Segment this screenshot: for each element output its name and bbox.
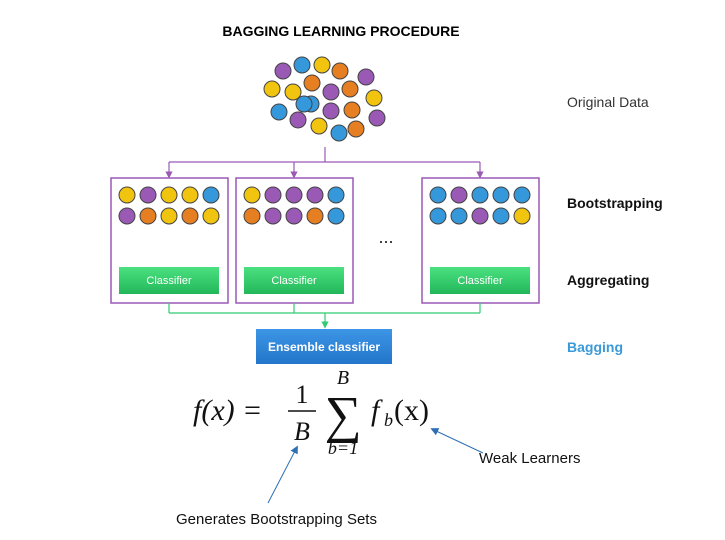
bootstrap-sample-1: Classifier	[110, 177, 229, 304]
sample-data-point	[285, 186, 303, 204]
generates-sets-label: Generates Bootstrapping Sets	[176, 511, 377, 528]
data-point	[357, 68, 375, 86]
sample-data-point	[139, 207, 157, 225]
sample-data-point	[429, 207, 447, 225]
aggregation-connectors	[168, 303, 481, 329]
ensemble-classifier-label: Ensemble classifier	[268, 340, 380, 354]
formula-sum-upper: B	[337, 367, 349, 389]
sample-data-point	[513, 207, 531, 225]
data-point	[284, 83, 302, 101]
classifier-label: Classifier	[146, 275, 192, 287]
formula-sum-lower: b=1	[328, 438, 358, 458]
sample-data-point	[471, 186, 489, 204]
data-point	[263, 80, 281, 98]
sample-data-point	[243, 186, 261, 204]
sample-data-point	[202, 186, 220, 204]
sample-data-point	[181, 186, 199, 204]
sample-data-point	[450, 186, 468, 204]
classifier-box	[244, 267, 344, 294]
weak-learners-label: Weak Learners	[479, 450, 580, 467]
sample-data-point	[160, 186, 178, 204]
sample-data-point	[139, 186, 157, 204]
sample-data-point	[285, 207, 303, 225]
generates-sets-arrow	[267, 445, 298, 504]
data-point	[368, 109, 386, 127]
sample-data-point	[306, 207, 324, 225]
sample-data-point	[327, 207, 345, 225]
bootstrap-sample-3: Classifier	[421, 177, 540, 304]
data-point	[293, 56, 311, 74]
bagging-formula: f(x) = 1 B B ∑ b=1 f b (x)	[193, 367, 429, 458]
data-point	[310, 117, 328, 135]
classifier-label: Classifier	[457, 275, 503, 287]
sample-data-point	[429, 186, 447, 204]
original-data-label: Original Data	[567, 94, 649, 110]
data-point	[313, 56, 331, 74]
data-point	[270, 103, 288, 121]
sample-data-point	[513, 186, 531, 204]
sample-data-point	[492, 186, 510, 204]
data-point	[322, 102, 340, 120]
data-point	[295, 95, 313, 113]
data-point	[341, 80, 359, 98]
classifier-label: Classifier	[271, 275, 317, 287]
sample-data-point	[118, 186, 136, 204]
distribution-connectors	[165, 147, 484, 179]
data-point	[303, 74, 321, 92]
bootstrap-samples: Classifier Classifier Classifier	[110, 177, 540, 304]
sample-data-point	[264, 207, 282, 225]
formula-term-f: f	[371, 394, 383, 427]
sample-data-point	[264, 186, 282, 204]
data-point	[343, 101, 361, 119]
original-data-cluster	[263, 56, 386, 142]
sample-data-point	[306, 186, 324, 204]
sample-data-point	[243, 207, 261, 225]
formula-denominator: B	[294, 417, 310, 446]
bootstrap-sample-2: Classifier	[235, 177, 354, 304]
formula-term-sub: b	[384, 410, 393, 430]
aggregating-label: Aggregating	[567, 272, 649, 288]
ensemble-classifier-box	[256, 329, 392, 364]
data-point	[289, 111, 307, 129]
data-point	[365, 89, 383, 107]
sample-data-point	[118, 207, 136, 225]
formula-sum-symbol: ∑	[324, 387, 361, 444]
sample-data-point	[492, 207, 510, 225]
data-point	[331, 62, 349, 80]
bagging-label: Bagging	[567, 339, 623, 355]
weak-learners-arrow	[430, 428, 484, 454]
diagram-title: BAGGING LEARNING PROCEDURE	[222, 23, 459, 39]
sample-data-point	[471, 207, 489, 225]
formula-term-arg: (x)	[394, 394, 429, 427]
classifier-box	[430, 267, 530, 294]
formula-lhs: f(x) =	[193, 394, 270, 427]
samples-ellipsis: ...	[378, 227, 393, 247]
formula-numerator: 1	[296, 380, 309, 409]
sample-data-point	[327, 186, 345, 204]
sample-data-point	[450, 207, 468, 225]
bootstrapping-label: Bootstrapping	[567, 195, 663, 211]
classifier-box	[119, 267, 219, 294]
sample-data-point	[202, 207, 220, 225]
data-point	[330, 124, 348, 142]
data-point	[274, 62, 292, 80]
sample-data-point	[160, 207, 178, 225]
data-point	[347, 120, 365, 138]
data-point	[322, 83, 340, 101]
sample-data-point	[181, 207, 199, 225]
